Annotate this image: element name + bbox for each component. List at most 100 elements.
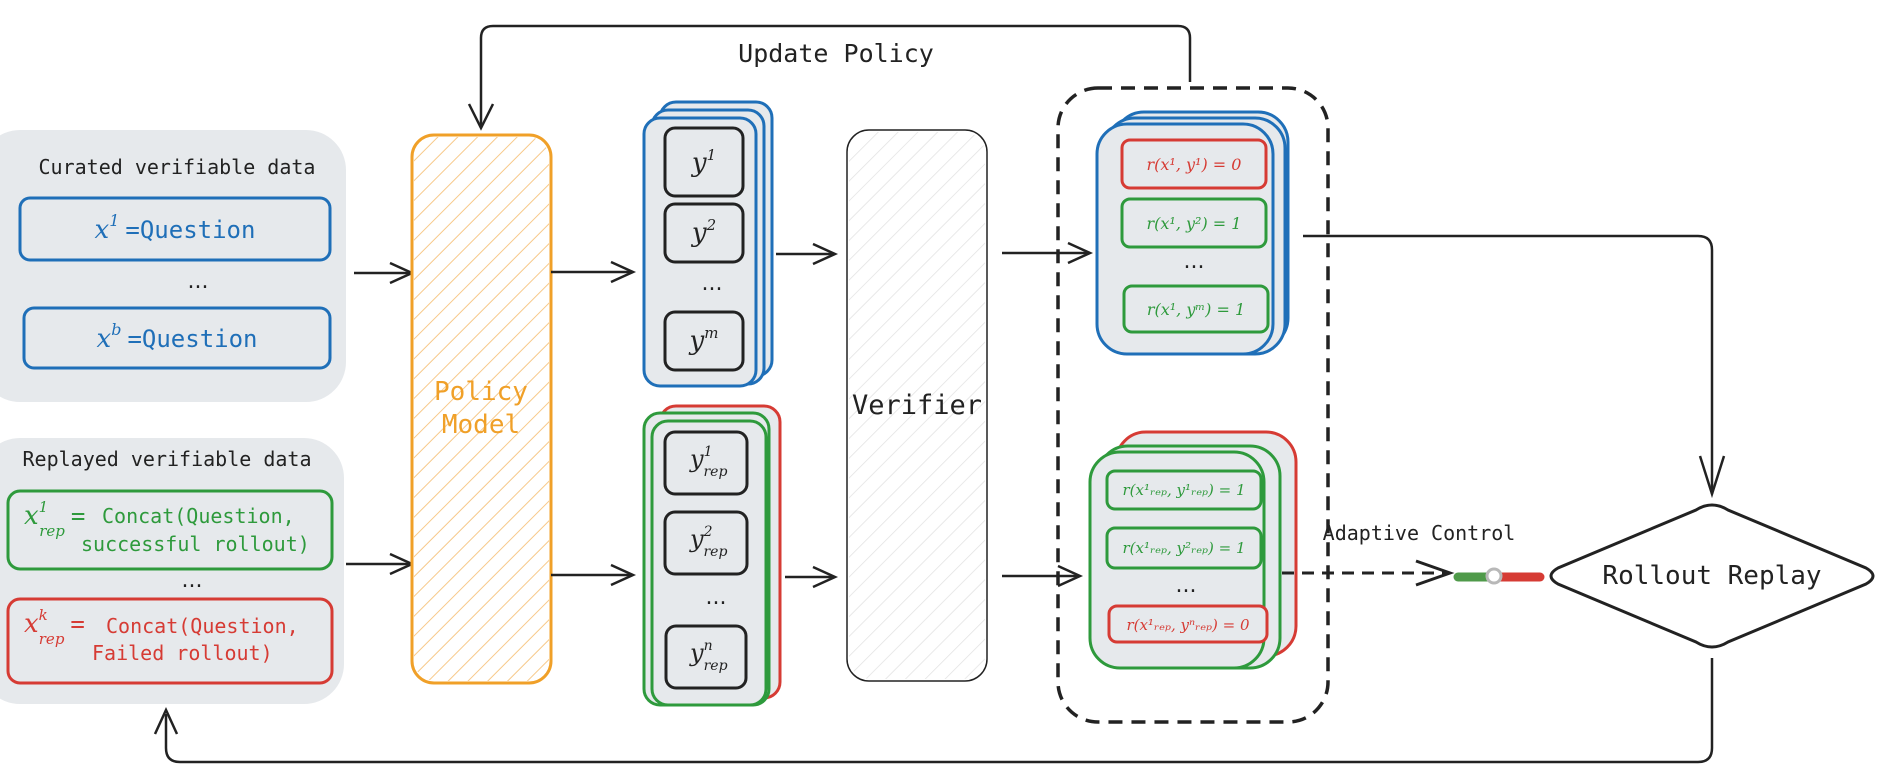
rollout-yrep1-sup: 1 [704,444,713,460]
reward-bottom-3-text: r(x¹ᵣₑₚ, yⁿᵣₑₚ) = 0 [1126,616,1250,634]
arrow-verifier-to-bottom-rewards [1002,564,1084,588]
rollout-yrepn-sub: rep [704,658,728,674]
replayed-data-title: Replayed verifiable data [23,447,312,471]
svg-text:xb=Question: xb =Question [97,320,258,354]
arrow-bottom-rollouts-to-verifier [785,565,839,589]
bottom-rewards-dots: ... [1176,573,1197,598]
curated-xb-sup: b [111,320,121,339]
rollout-yrepn-sup: n [704,638,713,654]
replayed-item1-sub: rep [39,522,65,540]
rollout-y1-var: y [691,148,707,178]
rollout-y2-sup: 2 [706,216,717,234]
rollout-yrepn-var: y [689,639,704,667]
replayed-itemk-var: x [24,609,39,639]
svg-text:x1rep=: x1 rep = [24,498,85,540]
arrow-top-rewards-to-replay [1303,234,1726,499]
rollout-yrep1-var: y [689,445,704,473]
replayed-item1-sup: 1 [39,498,49,516]
bottom-rollouts-dots: ... [706,585,727,610]
curated-dots: ... [188,269,209,294]
update-policy-arrowhead [467,103,495,131]
policy-model-block: Policy Model [410,133,553,685]
curated-data-title: Curated verifiable data [39,155,316,179]
arrow-top-rollouts-to-verifier [776,242,839,266]
replayed-item1-line1: Concat(Question, [102,504,295,528]
replay-feedback-loop [153,658,1714,764]
rollout-ym: ym [663,310,745,372]
curated-item-xb: xb =Question [22,306,332,370]
top-rewards-stack: r(x¹, y¹) = 0 r(x¹, y²) = 1 ... r(x¹, yᵐ… [1095,110,1290,356]
replayed-dots: ... [182,568,203,593]
arrow-policy-to-top-rollouts [551,260,637,284]
replay-feedback-arrowhead [153,706,179,735]
top-rewards-dots: ... [1184,249,1205,274]
rollout-yrep2-sup: 2 [703,524,713,540]
arrow-bottom-rewards-to-adaptive-control [1282,559,1455,587]
svg-text:y1rep: y1 rep [689,444,727,480]
replayed-itemk-eq: = [70,610,84,638]
rollout-ym-var: y [689,326,705,356]
rollout-ym-sup: m [704,324,718,342]
replayed-item1-line2: successful rollout) [81,532,310,556]
replayed-item1-eq: = [71,502,85,530]
curated-x1-var: x [95,215,110,245]
svg-text:x1=Question: x1=Question [95,211,256,245]
verifier-label: Verifier [852,390,982,421]
adaptive-control: Adaptive Control [1323,521,1545,585]
bottom-rewards-stack: r(x¹ᵣₑₚ, y¹ᵣₑₚ) = 1 r(x¹ᵣₑₚ, y²ᵣₑₚ) = 1 … [1088,430,1298,670]
rollout-y2-var: y [691,218,707,248]
rollout-yrep2-sub: rep [703,544,727,560]
reward-bottom-1-text: r(x¹ᵣₑₚ, y¹ᵣₑₚ) = 1 [1122,481,1245,499]
policy-model-line1: Policy [434,377,528,407]
replayed-item1-var: x [24,501,39,531]
rollout-y2: y2 [663,202,745,264]
rollout-yrep-1: y1 rep [663,430,749,496]
replayed-item-success: x1 rep = Concat(Question, successful rollo… [6,489,334,571]
reward-bottom-2-text: r(x¹ᵣₑₚ, y²ᵣₑₚ) = 1 [1122,539,1245,557]
rollout-replay-node: Rollout Replay [1549,503,1875,649]
verifier-block: Verifier [846,129,988,682]
adaptive-control-knob[interactable] [1485,567,1503,585]
replayed-itemk-line1: Concat(Question, [106,614,299,638]
curated-item-x1: x1=Question [18,196,332,262]
curated-xb-eq: = [127,325,141,353]
reward-bottom-2: r(x¹ᵣₑₚ, y²ᵣₑₚ) = 1 [1105,526,1263,570]
policy-model-line2: Model [442,410,520,440]
rollout-yrep-n: yn rep [664,624,748,690]
curated-xb-text: Question [142,325,258,353]
curated-x1-sup: 1 [109,211,119,230]
reward-top-3: r(x¹, yᵐ) = 1 [1122,284,1270,334]
reward-bottom-3: r(x¹ᵣₑₚ, yⁿᵣₑₚ) = 0 [1107,604,1269,644]
arrow-curated-to-policy [354,261,416,285]
curated-xb-var: x [97,324,112,354]
arrow-replayed-to-policy [346,552,416,576]
svg-text:y1: y1 [691,146,716,178]
replayed-itemk-sub: rep [39,630,65,648]
arrow-policy-to-bottom-rollouts [551,563,637,587]
svg-text:ynrep: yn rep [689,638,728,674]
top-rollouts-dots: ... [702,271,723,296]
curated-data-panel: Curated verifiable data x1=Question ... … [0,130,346,402]
reward-top-1: r(x¹, y¹) = 0 [1120,138,1268,190]
arrow-verifier-to-top-rewards [1002,241,1094,265]
rollout-yrep1-sub: rep [703,464,727,480]
reward-top-3-text: r(x¹, yᵐ) = 1 [1147,300,1245,319]
update-policy-label: Update Policy [738,39,934,68]
curated-x1-text: Question [140,216,256,244]
svg-text:ym: ym [689,324,719,356]
replayed-itemk-line2: Failed rollout) [92,641,273,665]
top-rollouts-stack: y1 y2 ... ym [642,100,774,388]
update-policy-loop: Update Policy [467,24,1192,131]
reward-top-1-text: r(x¹, y¹) = 0 [1147,155,1242,174]
rollout-replay-label: Rollout Replay [1602,561,1821,591]
adaptive-control-label: Adaptive Control [1323,521,1516,545]
reward-top-2: r(x¹, y²) = 1 [1120,197,1268,249]
svg-text:y2rep: y2rep [689,524,727,560]
reward-bottom-1: r(x¹ᵣₑₚ, y¹ᵣₑₚ) = 1 [1105,469,1263,511]
